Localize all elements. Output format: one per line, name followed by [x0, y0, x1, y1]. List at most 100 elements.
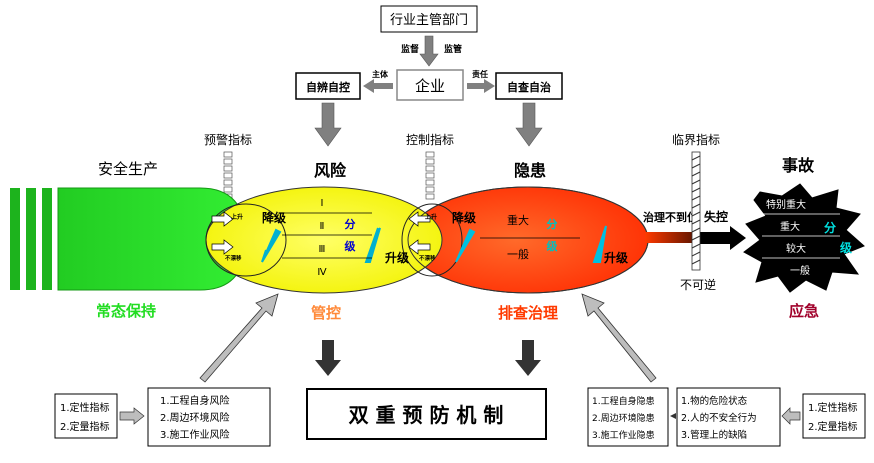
- no-drift-arrow-right: [408, 239, 431, 255]
- authority-label: 行业主管部门: [390, 13, 468, 28]
- states-to-hazard-arrow: [670, 413, 676, 419]
- no-drift-arrow-left: [211, 239, 234, 255]
- enterprise-to-self-identify-arrow: [363, 79, 393, 93]
- hazard-upgrade-label: 升级: [604, 250, 628, 265]
- green-stripe-1: [10, 188, 20, 290]
- hazard-source-1: 1.工程自身隐患: [592, 395, 655, 407]
- accident-level-2: 重大: [780, 220, 800, 233]
- control-indicator-post: [425, 151, 435, 200]
- supervise-label: 监督: [401, 43, 419, 55]
- investigate-label: 排查治理: [498, 304, 558, 322]
- irreversible-label: 不可逆: [680, 277, 716, 292]
- risk-label: 风险: [314, 161, 347, 180]
- risk-level-4: Ⅳ: [317, 267, 327, 278]
- control-indicator-label: 控制指标: [406, 132, 454, 147]
- rise-arrow-right: [408, 211, 431, 227]
- self-check-label: 自查自治: [507, 80, 551, 94]
- right-indicator-2: 2.定量指标: [808, 420, 858, 433]
- rise-arrow-left: [211, 211, 234, 227]
- self-identify-down-arrow: [314, 102, 342, 147]
- self-check-down-arrow: [515, 102, 543, 147]
- authority-box: 行业主管部门: [380, 5, 478, 33]
- state-3: 3.管理上的缺陷: [681, 429, 747, 441]
- accident-level-4: 一般: [790, 264, 810, 277]
- risk-source-2: 2.周边环境风险: [160, 411, 230, 424]
- hazard-source-3: 3.施工作业隐患: [592, 429, 655, 441]
- warning-indicator-label: 预警指标: [204, 132, 252, 147]
- left-indicator-2: 2.定量指标: [60, 420, 110, 433]
- states-box: 1.物的危险状态 2.人的不安全行为 3.管理上的缺陷: [676, 387, 781, 447]
- risk-level-3: Ⅲ: [319, 244, 326, 255]
- out-of-control-arrow: [700, 226, 746, 250]
- risk-sources-arrow: [199, 293, 279, 383]
- left-indicator-1: 1.定性指标: [60, 401, 110, 414]
- left-indicators-arrow: [119, 407, 145, 425]
- dual-prevention-box: 双 重 预 防 机 制: [306, 388, 547, 440]
- self-identify-label: 自辨自控: [306, 80, 350, 94]
- right-indicators-arrow: [781, 407, 801, 425]
- right-indicator-1: 1.定性指标: [808, 401, 858, 414]
- hazard-downgrade-arrow: [455, 228, 476, 263]
- green-stripe-2: [26, 188, 36, 290]
- investigate-down-arrow: [515, 340, 541, 376]
- accident-grade-char-1: 分: [824, 220, 836, 235]
- dual-prevention-title: 双 重 预 防 机 制: [349, 403, 504, 427]
- regulate-label: 监管: [444, 43, 462, 55]
- warning-indicator-post: [223, 151, 233, 200]
- hazard-label: 隐患: [514, 161, 546, 180]
- hazard-grade-char-1: 分: [547, 217, 558, 231]
- risk-upgrade-arrow: [364, 227, 381, 263]
- accident-burst: [743, 183, 865, 293]
- risk-downgrade-label: 降级: [262, 210, 286, 225]
- risk-sources-box: 1.工程自身风险 2.周边环境风险 3.施工作业风险: [147, 387, 271, 447]
- rise-small-label-left: 上升: [231, 213, 243, 221]
- subject-label: 主体: [372, 69, 389, 79]
- hazard-level-general: 一般: [507, 248, 529, 261]
- risk-downgrade-arrow: [261, 228, 282, 263]
- safe-production-label: 安全生产: [98, 160, 158, 178]
- no-drift-label-right: 不漂移: [419, 254, 436, 262]
- emergency-label: 应急: [789, 302, 819, 320]
- state-1: 1.物的危险状态: [681, 395, 748, 407]
- authority-to-enterprise-arrow: [419, 35, 439, 67]
- accident-level-3: 较大: [786, 242, 806, 255]
- risk-level-2: Ⅱ: [320, 221, 325, 232]
- state-2: 2.人的不安全行为: [681, 412, 757, 424]
- control-down-arrow: [315, 340, 341, 376]
- self-identify-box: 自辨自控: [295, 72, 361, 100]
- hazard-downgrade-label: 降级: [452, 210, 476, 225]
- hazard-source-2: 2.周边环境隐患: [592, 412, 655, 424]
- risk-grade-char-1: 分: [345, 217, 356, 231]
- accident-label: 事故: [782, 156, 815, 175]
- accident-grade-char-2: 级: [840, 240, 852, 255]
- green-stripe-3: [42, 188, 52, 290]
- risk-level-1: Ⅰ: [321, 198, 324, 209]
- critical-indicator-post: [691, 151, 701, 271]
- hazard-sources-arrow: [581, 293, 657, 383]
- left-indicators-box: 1.定性指标 2.定量指标: [54, 393, 118, 439]
- hazard-level-major: 重大: [507, 213, 529, 227]
- risk-source-3: 3.施工作业风险: [160, 428, 230, 441]
- control-label: 管控: [311, 304, 341, 322]
- out-of-control-label: 失控: [704, 209, 728, 224]
- risk-source-1: 1.工程自身风险: [160, 394, 230, 407]
- risk-grade-char-2: 级: [344, 239, 357, 253]
- no-drift-label-left: 不漂移: [225, 254, 242, 262]
- accident-level-1: 特别重大: [766, 198, 806, 211]
- responsibility-label: 责任: [472, 69, 488, 79]
- hazard-upgrade-arrow: [592, 225, 607, 263]
- enterprise-label: 企业: [415, 77, 445, 95]
- right-indicators-box: 1.定性指标 2.定量指标: [802, 393, 866, 439]
- enterprise-box: 企业: [396, 69, 464, 101]
- hazard-sources-box: 1.工程自身隐患 2.周边环境隐患 3.施工作业隐患: [587, 387, 669, 447]
- risk-upgrade-label: 升级: [385, 250, 409, 265]
- normal-state-label: 常态保持: [96, 302, 156, 320]
- enterprise-to-self-check-arrow: [467, 79, 495, 93]
- rise-small-label-right: 上升: [425, 213, 437, 221]
- hazard-grade-char-2: 级: [546, 239, 559, 253]
- failure-tail: [645, 232, 725, 243]
- self-check-box: 自查自治: [495, 72, 563, 100]
- treatment-incomplete-label: 治理不到位: [643, 210, 698, 224]
- critical-indicator-label: 临界指标: [672, 132, 720, 147]
